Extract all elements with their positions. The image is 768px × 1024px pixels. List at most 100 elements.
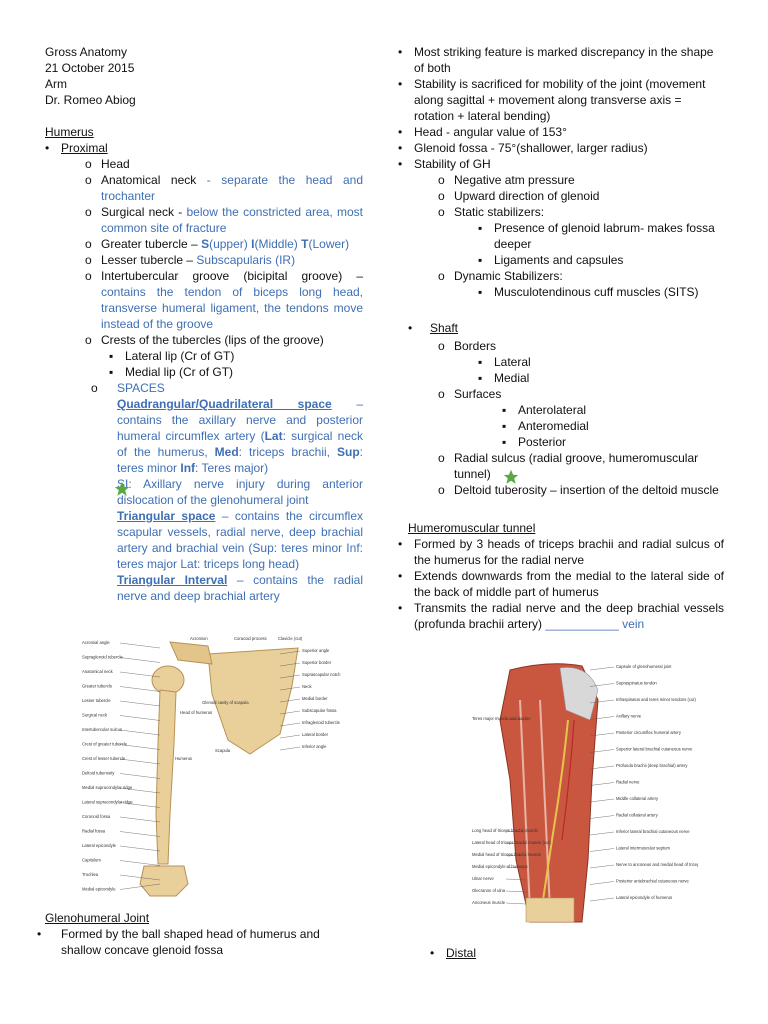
- leader-line: [505, 830, 527, 833]
- leader-line: [279, 698, 301, 703]
- square-bullet-icon: ▪: [502, 419, 507, 433]
- leader-line: [505, 842, 527, 845]
- figure-label: Olecranon of ulna: [472, 888, 506, 893]
- list-item: ▪Lateral: [478, 355, 531, 369]
- leader-line: [119, 874, 161, 881]
- list-item: ▪Medial lip (Cr of GT): [109, 365, 234, 379]
- figure-label: Middle collateral artery: [616, 796, 659, 801]
- leader-line: [505, 854, 527, 857]
- square-bullet-icon: ▪: [109, 349, 114, 363]
- figure-label: Suprascapular notch: [302, 672, 341, 677]
- figure-label: Medial epicondyle: [82, 887, 116, 892]
- figure-label: Superior lateral brachial cutaneous nerv…: [616, 747, 693, 752]
- figure-label: Axillary nerve: [616, 714, 642, 719]
- circle-bullet-icon: o: [85, 333, 92, 347]
- list-item: •Glenoid fossa - 75°(shallower, larger r…: [398, 141, 648, 155]
- figure-label: Infraglenoid tubercle: [302, 720, 341, 725]
- figure-label: Medial border: [302, 696, 328, 701]
- square-bullet-icon: ▪: [109, 365, 114, 379]
- circle-bullet-icon: o: [438, 483, 445, 497]
- figure-label: Inferior lateral brachial cutaneous nerv…: [616, 829, 690, 834]
- list-item: •Transmits the radial nerve and the deep…: [398, 601, 724, 631]
- list-item: •Extends downwards from the medial to th…: [398, 569, 724, 599]
- leader-line: [589, 716, 615, 720]
- circle-bullet-icon: o: [438, 173, 445, 187]
- figure-label: Supraspinatus tendon: [616, 681, 657, 686]
- leader-line: [119, 758, 161, 765]
- figure-label: Inferior angle: [302, 744, 327, 749]
- figure-label: Glenoid cavity of scapula: [202, 700, 249, 705]
- bullet-icon: •: [398, 77, 403, 91]
- bullet-icon: •: [398, 601, 403, 615]
- leader-line: [119, 642, 161, 649]
- circle-bullet-icon: o: [85, 253, 92, 267]
- humeromuscular-heading: Humeromuscular tunnel: [408, 521, 536, 535]
- course-title: Gross Anatomy: [45, 45, 128, 59]
- figure-label: Posterior circumflex humeral artery: [616, 730, 682, 735]
- list-item: ▪Anteromedial: [502, 419, 589, 433]
- bullet-icon: •: [398, 537, 403, 551]
- leader-line: [119, 657, 161, 663]
- leader-line: [589, 831, 615, 836]
- figure-label: Radial collateral artery: [616, 813, 659, 818]
- circle-bullet-icon: o: [91, 381, 98, 395]
- square-bullet-icon: ▪: [478, 253, 483, 267]
- square-bullet-icon: ▪: [478, 285, 483, 299]
- figure-label: Anatomical neck: [82, 669, 114, 674]
- square-bullet-icon: ▪: [478, 371, 483, 385]
- triangular-space: Triangular space – contains the circumfl…: [117, 509, 363, 571]
- figure-label: Acromial angle: [82, 640, 110, 645]
- leader-line: [119, 773, 161, 779]
- figure-label: Nerve to anconeus and medial head of tri…: [616, 862, 698, 867]
- list-item: ▪Posterior: [502, 435, 567, 449]
- star-icon: [503, 469, 519, 484]
- figure-label: Lesser tubercle: [82, 698, 111, 703]
- figure-label: Humerus: [175, 756, 192, 761]
- leader-line: [505, 902, 527, 905]
- figure-label: Posterior antebrachial cutaneous nerve: [616, 879, 690, 884]
- leader-line: [279, 734, 301, 739]
- circle-bullet-icon: o: [85, 205, 92, 219]
- spaces-heading: SPACES: [117, 381, 165, 395]
- figure-label: Ulnar nerve: [472, 876, 494, 881]
- figure-label: Surgical neck: [82, 713, 108, 718]
- leader-line: [589, 782, 615, 786]
- leader-line: [119, 883, 161, 890]
- circle-bullet-icon: o: [438, 339, 445, 353]
- square-bullet-icon: ▪: [478, 355, 483, 369]
- figure-label: Supraglenoid tubercle: [82, 655, 123, 660]
- list-item: ▪Medial: [478, 371, 530, 385]
- leader-line: [589, 765, 615, 770]
- list-item: •Most striking feature is marked discrep…: [398, 45, 714, 75]
- figure-label: Capsule of glenohumeral joint: [616, 664, 672, 669]
- figure-label: Subscapular fossa: [302, 708, 337, 713]
- figure-label: Greater tubercle: [82, 684, 113, 689]
- figure-label: Medial supracondylar ridge: [82, 785, 133, 790]
- leader-line: [589, 864, 615, 869]
- figure-label: Trochlea: [82, 872, 99, 877]
- figure-label: Lateral epicondyle: [82, 843, 117, 848]
- figure-label: Scapula: [215, 748, 231, 753]
- leader-line: [119, 686, 161, 692]
- leader-line: [279, 686, 301, 691]
- leader-line: [589, 848, 615, 852]
- figure-label: Crest of greater tubercle: [82, 742, 128, 747]
- bullet-icon: •: [398, 141, 403, 155]
- figure-label: Intertubercular sulcus: [82, 727, 122, 732]
- circle-bullet-icon: o: [85, 237, 92, 251]
- circle-bullet-icon: o: [85, 157, 92, 171]
- list-item: ▪Musculotendinous cuff muscles (SITS): [478, 285, 699, 299]
- figure-label: Superior angle: [302, 648, 330, 653]
- square-bullet-icon: ▪: [502, 403, 507, 417]
- square-bullet-icon: ▪: [502, 435, 507, 449]
- leader-line: [279, 710, 301, 715]
- circle-bullet-icon: o: [438, 189, 445, 203]
- leader-line: [589, 897, 615, 902]
- figure-label: Coronoid fossa: [82, 814, 111, 819]
